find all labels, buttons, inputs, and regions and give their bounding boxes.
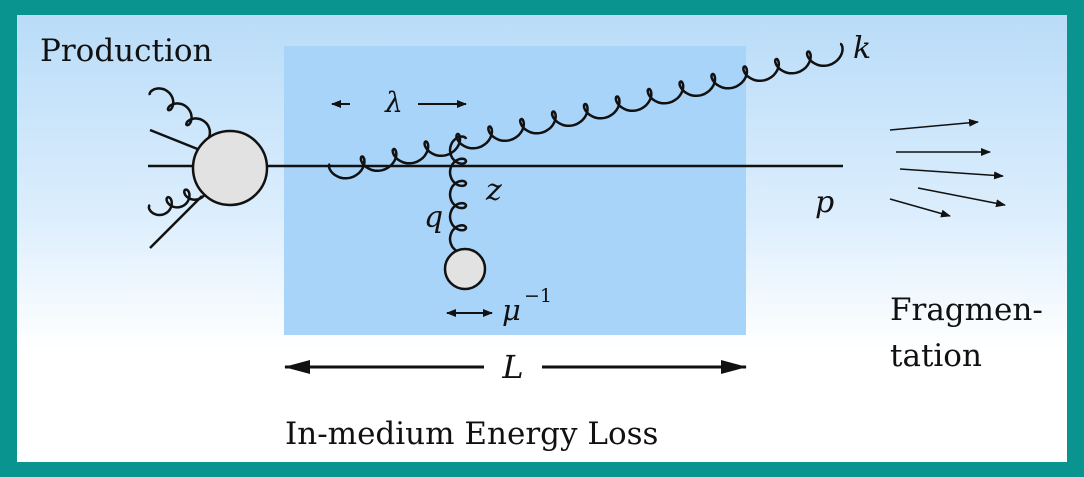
- incoming-line-lower: [149, 195, 203, 249]
- length-label: L: [501, 348, 523, 386]
- incoming-line-upper: [149, 128, 201, 152]
- z-label: z: [485, 173, 502, 208]
- incoming-gluon-bottom: [147, 180, 209, 217]
- mu-exponent: −1: [524, 285, 552, 307]
- production-vertex: [191, 129, 269, 207]
- lambda-label: λ: [384, 86, 403, 119]
- radiated-gluon-k: [327, 42, 844, 180]
- p-label: p: [815, 185, 834, 220]
- fragmentation-arrows: [889, 118, 1006, 218]
- production-label: Production: [40, 33, 213, 69]
- fragmentation-label-line2: tation: [890, 338, 982, 374]
- mu-label: μ: [502, 293, 521, 327]
- exchanged-gluon-q: [448, 135, 468, 254]
- fragmentation-label-line1: Fragmen-: [890, 292, 1043, 328]
- medium-region: [284, 46, 746, 335]
- scattering-center: [443, 247, 487, 291]
- k-label: k: [853, 31, 871, 66]
- incoming-gluon-top: [148, 87, 212, 142]
- q-label: q: [424, 200, 443, 235]
- caption: In-medium Energy Loss: [285, 416, 658, 452]
